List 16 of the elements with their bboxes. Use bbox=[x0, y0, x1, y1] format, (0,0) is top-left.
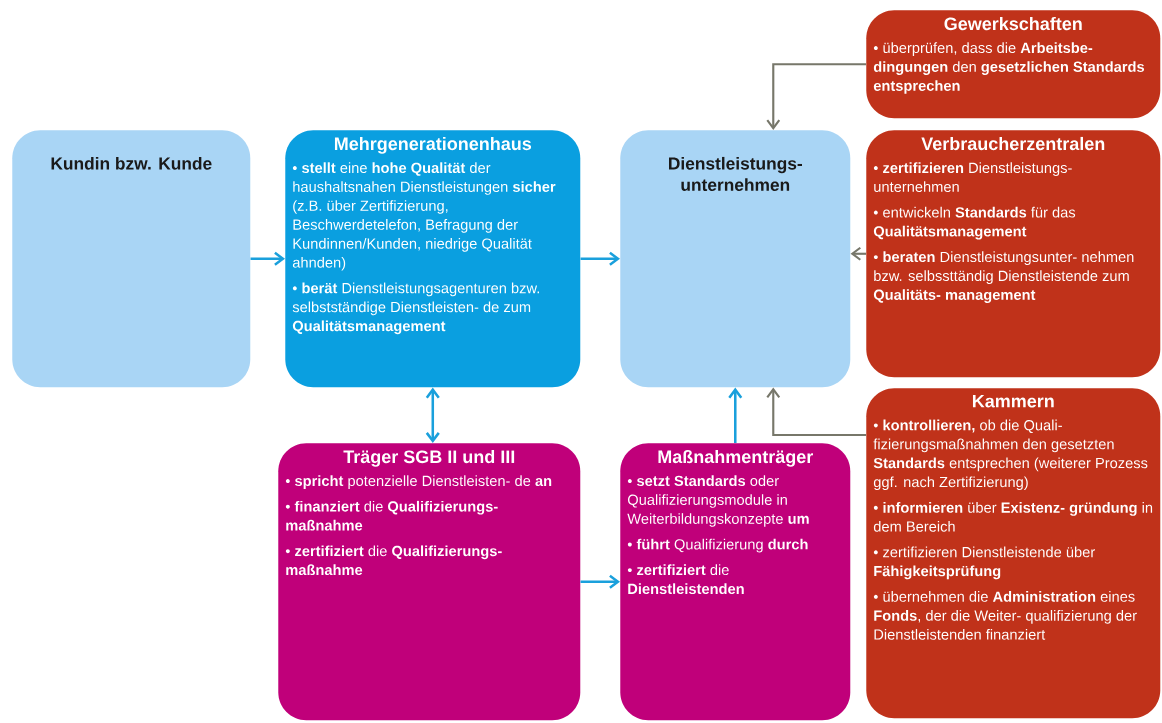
arrow bbox=[766, 387, 866, 437]
process-box: Dienstleistungs- unternehmen bbox=[620, 130, 851, 388]
process-box: Kundin bzw. Kunde bbox=[12, 130, 251, 388]
arrow bbox=[728, 387, 743, 443]
arrow bbox=[250, 251, 285, 266]
arrow bbox=[580, 251, 620, 266]
arrow bbox=[850, 246, 866, 261]
process-box: Träger SGB II und III • spricht potenzielle Dienstleisten- de an • finanziert die Qualifizierungs- maßnahme • zertifiziert die Qualifizierungs- maßnahme bbox=[278, 443, 581, 721]
process-box: Gewerkschaften • überprüfen, dass die Arbeitsbe- dingungen den gesetzlichen Standards entsprechen bbox=[866, 10, 1161, 119]
process-box: Mehrgenerationenhaus • stellt eine hohe Qualität der haushaltsnahen Dienstleistungen sicher (z.B. über Zertifizierung, Beschwerdetelefon, Befragung der Kundinnen/Kunden, niedrige Qualität ahnden) • berät Dienstleistungsagenturen bzw. selbstständige Dienstleisten- de zum Qualitätsmanagement bbox=[285, 130, 581, 388]
process-box: Verbraucherzentralen • zertifizieren Dienstleistungs- unternehmen • entwickeln Standards für das Qualitätsmanagement • beraten Dienstleistungsunter- nehmen bzw. selbssttändig Dienstleistende zum Qualitäts- management bbox=[866, 130, 1161, 378]
arrow bbox=[766, 63, 866, 130]
process-box: Maßnahmenträger • setzt Standards oder Qualifizierungsmodule in Weiterbildungskonzepte um • führt Qualifizierung durch • zertifiziert die Dienstleistenden bbox=[620, 443, 851, 721]
arrow bbox=[425, 387, 440, 443]
process-box: Kammern • kontrollieren, ob die Quali- fizierungsmaßnahmen den gesetzten Standards entsprechen (weiterer Prozess ggf. nach Zertifizierung) • informieren über Existenz- gründung in dem Bereich • zertifizieren Dienstleistende über Fähigkeitsprüfung • übernehmen die Administration eines Fonds, der die Weiter- qualifizierung der Dienstleistenden finanziert bbox=[866, 388, 1161, 719]
arrow bbox=[580, 574, 620, 589]
